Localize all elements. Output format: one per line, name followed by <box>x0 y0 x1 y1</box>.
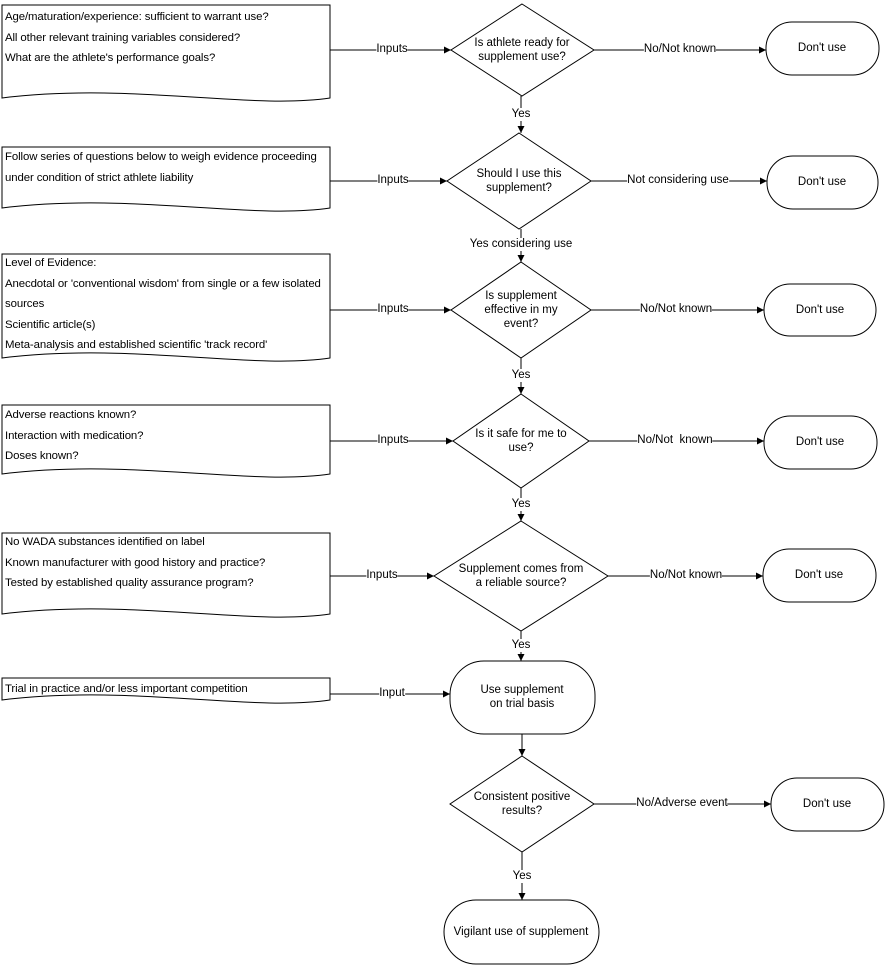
input-doc-line: Level of Evidence: <box>5 257 97 269</box>
input-doc-line: Meta-analysis and established scientific… <box>5 339 268 352</box>
input-doc-line: All other relevant training variables co… <box>5 31 241 44</box>
input-doc-5-text: No WADA substances identified on label K… <box>5 535 265 597</box>
input-doc-line: Age/maturation/experience: sufficient to… <box>5 11 269 23</box>
input-doc-line: No WADA substances identified on label <box>5 536 205 548</box>
input-label-1: Inputs <box>376 43 408 56</box>
no-label-3: No/Not known <box>639 303 713 316</box>
decision-3-text: Is supplement effective in my event? <box>484 290 558 330</box>
decision-4-text: Is it safe for me to use? <box>475 428 567 454</box>
decision-2-diamond <box>446 132 592 230</box>
input-doc-line: Anecdotal or 'conventional wisdom' from … <box>5 277 321 290</box>
terminal-1-text: Don't use <box>797 42 847 54</box>
trial-process-text: Use supplement on trial basis <box>480 684 564 710</box>
input-doc-3 <box>1 253 331 362</box>
yes-label-6: Yes <box>512 870 532 883</box>
input-doc-5 <box>1 532 331 618</box>
input-doc-1-text: Age/maturation/experience: sufficient to… <box>5 10 269 72</box>
input-doc-4 <box>1 404 331 478</box>
no-label-1: No/Not known <box>643 43 717 56</box>
input-doc-line: under condition of strict athlete liabil… <box>5 171 194 184</box>
input-doc-line: Known manufacturer with good history and… <box>5 556 266 569</box>
terminal-1-box <box>765 21 880 76</box>
input-label-4: Inputs <box>377 434 409 447</box>
input-doc-line: Scientific article(s) <box>5 318 96 331</box>
input-doc-4-text: Adverse reactions known? Interaction wit… <box>5 408 144 470</box>
no-label-4: No/Not known <box>637 434 713 447</box>
input-label-6: Input <box>379 687 405 700</box>
input-doc-2-text: Follow series of questions below to weig… <box>5 150 317 191</box>
terminal-5-text: Don't use <box>794 569 844 581</box>
yes-label-1: Yes <box>511 108 531 121</box>
yes-label-3: Yes <box>511 369 531 382</box>
terminal-6-text: Don't use <box>802 798 852 810</box>
input-doc-line: Interaction with medication? <box>5 429 144 442</box>
input-doc-line: Doses known? <box>5 450 79 463</box>
input-doc-6 <box>1 677 331 704</box>
terminal-3-text: Don't use <box>795 304 845 316</box>
input-label-3: Inputs <box>377 303 409 316</box>
decision-1-text: Is athlete ready for supplement use? <box>474 37 570 63</box>
decision-5-text: Supplement comes from a reliable source? <box>458 563 584 589</box>
input-doc-1 <box>1 4 331 102</box>
input-doc-line: What are the athlete's performance goals… <box>5 52 216 65</box>
terminal-2-text: Don't use <box>797 176 847 188</box>
terminal-4-text: Don't use <box>795 436 845 448</box>
yes-label-2: Yes considering use <box>469 238 573 251</box>
input-doc-6-text: Trial in practice and/or less important … <box>5 682 248 703</box>
input-label-5: Inputs <box>366 569 398 582</box>
yes-label-4: Yes <box>511 498 531 511</box>
input-label-2: Inputs <box>377 174 409 187</box>
decision-2-text: Should I use this supplement? <box>476 168 562 194</box>
no-label-6: No/Adverse event <box>636 797 728 810</box>
final-process-text: Vigilant use of supplement <box>453 926 589 938</box>
terminal-4-box <box>763 415 878 470</box>
input-doc-line: Trial in practice and/or less important … <box>5 683 248 695</box>
input-doc-line: sources <box>5 298 45 311</box>
terminal-2-box <box>766 155 879 210</box>
no-label-2: Not considering use <box>627 174 729 187</box>
no-label-5: No/Not known <box>649 569 723 582</box>
input-doc-line: Tested by established quality assurance … <box>5 577 254 590</box>
input-doc-line: Follow series of questions below to weig… <box>5 151 317 163</box>
decision-6-text: Consistent positive results? <box>473 791 571 817</box>
input-doc-3-text: Level of Evidence: Anecdotal or 'convent… <box>5 256 321 359</box>
decision-1-diamond <box>450 3 595 97</box>
yes-label-5: Yes <box>511 639 531 652</box>
input-doc-line: Adverse reactions known? <box>5 409 137 421</box>
input-doc-2 <box>1 146 331 212</box>
